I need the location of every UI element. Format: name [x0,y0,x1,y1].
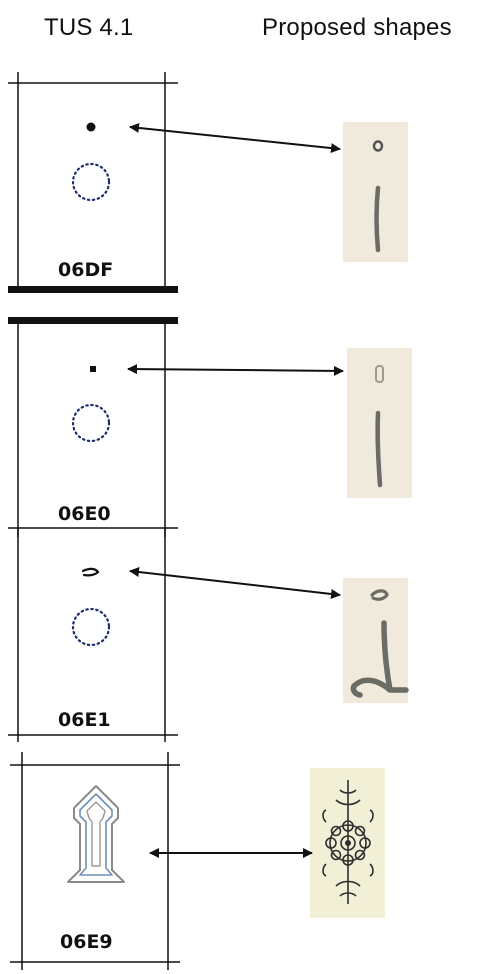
cell-06e0: 06E0 [8,317,178,537]
dotless-head-of-khah-icon [81,567,100,577]
code-label: 06E9 [60,931,113,953]
sample-06e0 [347,348,412,498]
cell-06df: 06DF [8,72,178,293]
cell-06e9: 06E9 [10,752,180,970]
code-label: 06E1 [58,709,111,731]
place-of-sajdah-icon [67,785,125,883]
code-label: 06DF [58,259,113,281]
arrow-06e0 [127,364,344,376]
thick-separator [8,286,178,293]
filled-dot-icon [86,122,96,132]
thick-separator [8,317,178,324]
code-label: 06E0 [58,503,111,525]
tus-header: TUS 4.1 [44,14,134,41]
sample-06df [343,122,408,262]
dotted-circle-icon [71,162,111,202]
arrow-06e1 [129,567,341,599]
small-square-dot-icon [90,366,96,372]
cell-06e1: 06E1 [8,528,178,742]
arrow-06df [129,122,341,154]
sample-06e1 [343,578,409,703]
proposed-shapes-header: Proposed shapes [262,14,452,41]
dotted-circle-icon [71,607,111,647]
dotted-circle-icon [71,403,111,443]
sample-06e9 [310,768,385,918]
